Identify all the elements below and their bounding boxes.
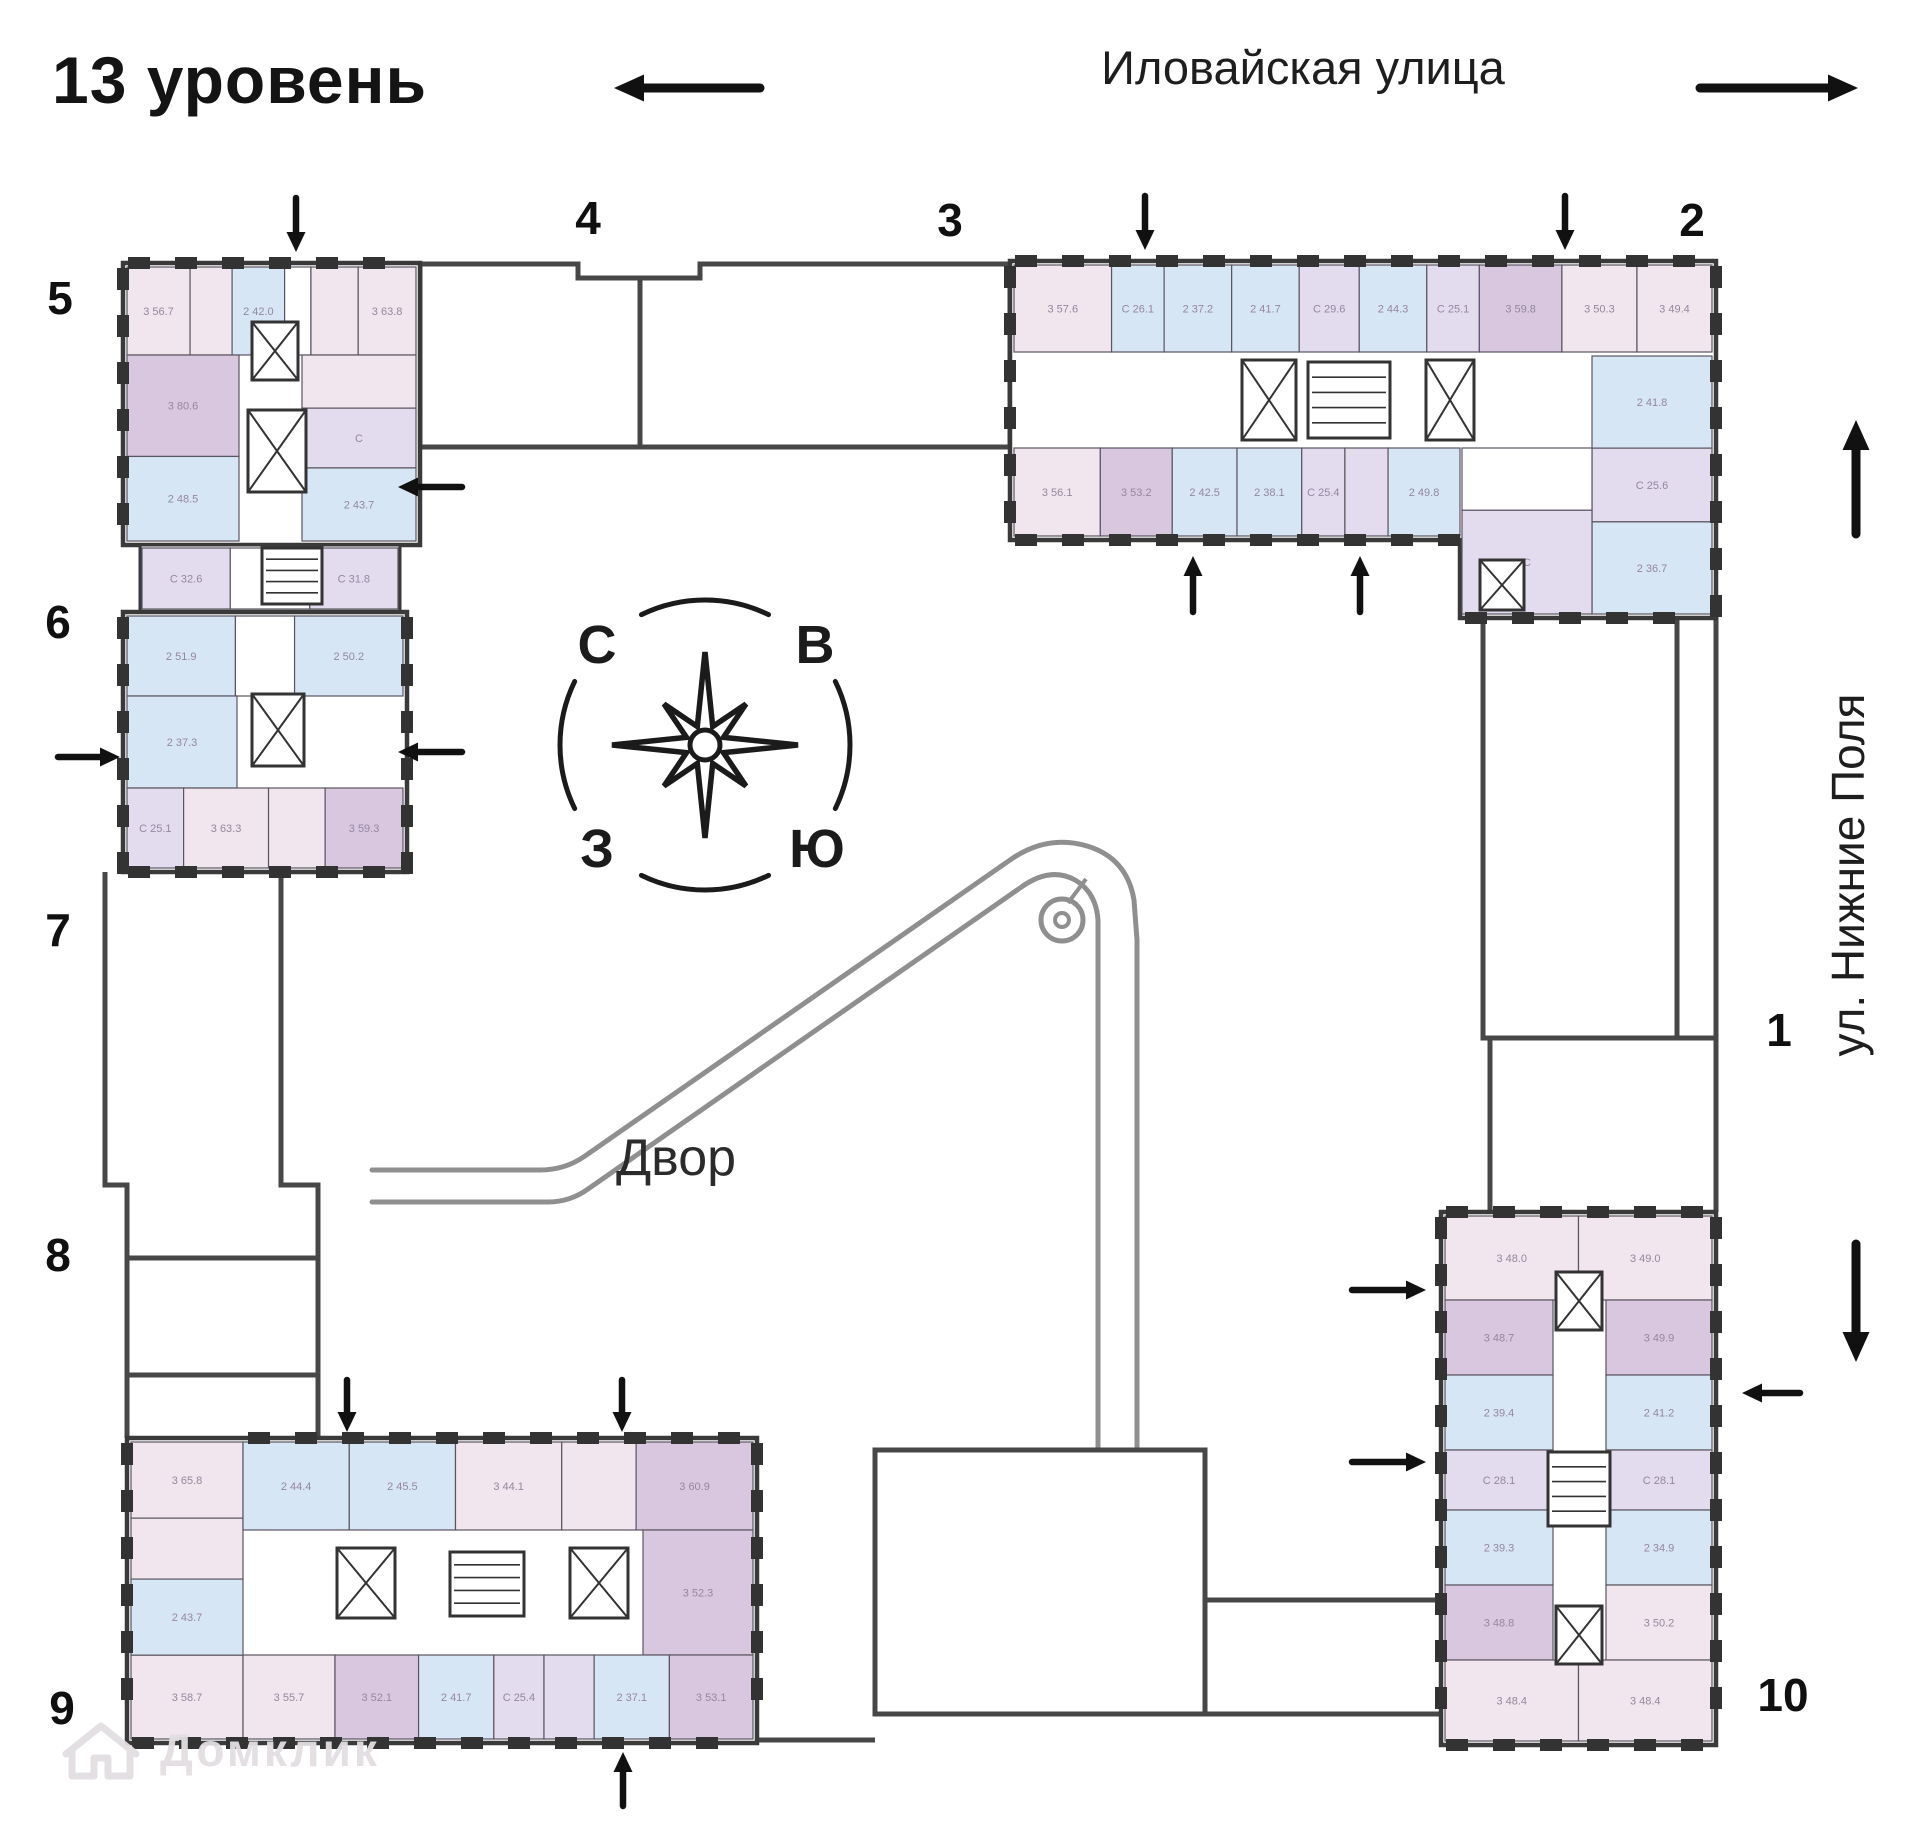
svg-text:3 48.4: 3 48.4 (1496, 1696, 1527, 1708)
compass-rose: С В З Ю (557, 597, 853, 893)
svg-text:2 41.2: 2 41.2 (1644, 1408, 1675, 1420)
svg-text:3 48.8: 3 48.8 (1484, 1618, 1515, 1630)
svg-text:2 48.5: 2 48.5 (168, 494, 199, 506)
svg-text:3 60.9: 3 60.9 (679, 1481, 710, 1493)
svg-text:3 53.2: 3 53.2 (1121, 487, 1152, 499)
svg-text:С 31.8: С 31.8 (338, 574, 370, 586)
section-label-6: 6 (45, 596, 71, 648)
svg-text:3 49.0: 3 49.0 (1630, 1253, 1661, 1265)
svg-text:3 63.8: 3 63.8 (372, 306, 403, 318)
svg-text:2 42.5: 2 42.5 (1189, 487, 1220, 499)
svg-text:3 44.1: 3 44.1 (493, 1481, 524, 1493)
svg-text:2 39.3: 2 39.3 (1484, 1543, 1515, 1555)
svg-text:С: С (1523, 557, 1531, 569)
svg-text:2 51.9: 2 51.9 (166, 651, 197, 663)
svg-text:2 37.1: 2 37.1 (616, 1692, 647, 1704)
svg-text:С 26.1: С 26.1 (1122, 304, 1154, 316)
svg-text:2 41.7: 2 41.7 (441, 1692, 472, 1704)
svg-text:3 65.8: 3 65.8 (172, 1475, 203, 1487)
svg-text:3 58.7: 3 58.7 (172, 1692, 203, 1704)
compass-south-label: Ю (789, 819, 845, 879)
svg-text:2 45.5: 2 45.5 (387, 1481, 418, 1493)
svg-text:2 38.1: 2 38.1 (1254, 487, 1285, 499)
svg-text:2 50.2: 2 50.2 (333, 651, 364, 663)
svg-text:2 42.0: 2 42.0 (243, 306, 274, 318)
svg-text:3 48.7: 3 48.7 (1484, 1333, 1515, 1345)
svg-text:3 50.2: 3 50.2 (1644, 1618, 1675, 1630)
svg-text:2 41.8: 2 41.8 (1637, 397, 1668, 409)
section-label-2: 2 (1679, 194, 1705, 246)
svg-text:3 48.0: 3 48.0 (1496, 1253, 1527, 1265)
svg-text:3 50.3: 3 50.3 (1584, 304, 1615, 316)
street-label-top: Иловайская улица (1101, 41, 1505, 94)
compass-west-label: З (580, 819, 614, 879)
svg-text:3 56.7: 3 56.7 (143, 306, 174, 318)
section-label-8: 8 (45, 1229, 71, 1281)
compass-east-label: В (796, 615, 835, 675)
section-label-5: 5 (47, 272, 73, 324)
svg-text:3 55.7: 3 55.7 (274, 1692, 305, 1704)
svg-text:3 80.6: 3 80.6 (168, 401, 199, 413)
svg-text:3 56.1: 3 56.1 (1042, 487, 1073, 499)
svg-text:С: С (355, 433, 363, 445)
svg-text:С 28.1: С 28.1 (1643, 1475, 1675, 1487)
svg-text:3 49.9: 3 49.9 (1644, 1333, 1675, 1345)
svg-text:С 25.4: С 25.4 (1307, 487, 1339, 499)
svg-text:3 59.3: 3 59.3 (349, 823, 380, 835)
svg-text:2 44.4: 2 44.4 (281, 1481, 312, 1493)
svg-text:С 29.6: С 29.6 (1313, 304, 1345, 316)
svg-text:2 43.7: 2 43.7 (172, 1612, 203, 1624)
svg-text:3 63.3: 3 63.3 (211, 823, 242, 835)
svg-text:2 34.9: 2 34.9 (1644, 1543, 1675, 1555)
svg-text:2 44.3: 2 44.3 (1378, 304, 1409, 316)
street-label-right: ул. Нижние Поля (1822, 693, 1874, 1057)
watermark-text: Домклик (160, 1724, 380, 1776)
compass-north-label: С (578, 615, 617, 675)
section-label-9: 9 (49, 1682, 75, 1734)
svg-text:3 52.3: 3 52.3 (683, 1588, 714, 1600)
svg-text:3 48.4: 3 48.4 (1630, 1696, 1661, 1708)
svg-text:3 57.6: 3 57.6 (1047, 304, 1078, 316)
svg-text:2 43.7: 2 43.7 (344, 499, 375, 511)
svg-text:2 37.2: 2 37.2 (1183, 304, 1214, 316)
svg-text:С 28.1: С 28.1 (1483, 1475, 1515, 1487)
svg-text:2 39.4: 2 39.4 (1484, 1408, 1515, 1420)
courtyard-label: Двор (615, 1129, 737, 1187)
svg-text:3 53.1: 3 53.1 (696, 1692, 727, 1704)
section-label-7: 7 (45, 904, 71, 956)
svg-text:3 52.1: 3 52.1 (361, 1692, 392, 1704)
section-label-4: 4 (575, 192, 601, 244)
svg-text:С 25.1: С 25.1 (139, 823, 171, 835)
svg-text:2 49.8: 2 49.8 (1409, 487, 1440, 499)
svg-text:2 36.7: 2 36.7 (1637, 563, 1668, 575)
svg-text:С 25.1: С 25.1 (1437, 304, 1469, 316)
svg-text:С 25.6: С 25.6 (1636, 480, 1668, 492)
svg-text:С 25.4: С 25.4 (503, 1692, 535, 1704)
svg-text:С 32.6: С 32.6 (170, 574, 202, 586)
svg-text:3 49.4: 3 49.4 (1659, 304, 1690, 316)
page-title: 13 уровень (52, 43, 428, 117)
section-label-10: 10 (1757, 1669, 1809, 1721)
watermark-house-icon (62, 1722, 140, 1780)
section-label-3: 3 (937, 194, 963, 246)
svg-text:2 41.7: 2 41.7 (1250, 304, 1281, 316)
watermark: Домклик (58, 1718, 380, 1782)
section-label-1: 1 (1766, 1004, 1792, 1056)
svg-text:3 59.8: 3 59.8 (1505, 304, 1536, 316)
svg-text:2 37.3: 2 37.3 (167, 737, 198, 749)
